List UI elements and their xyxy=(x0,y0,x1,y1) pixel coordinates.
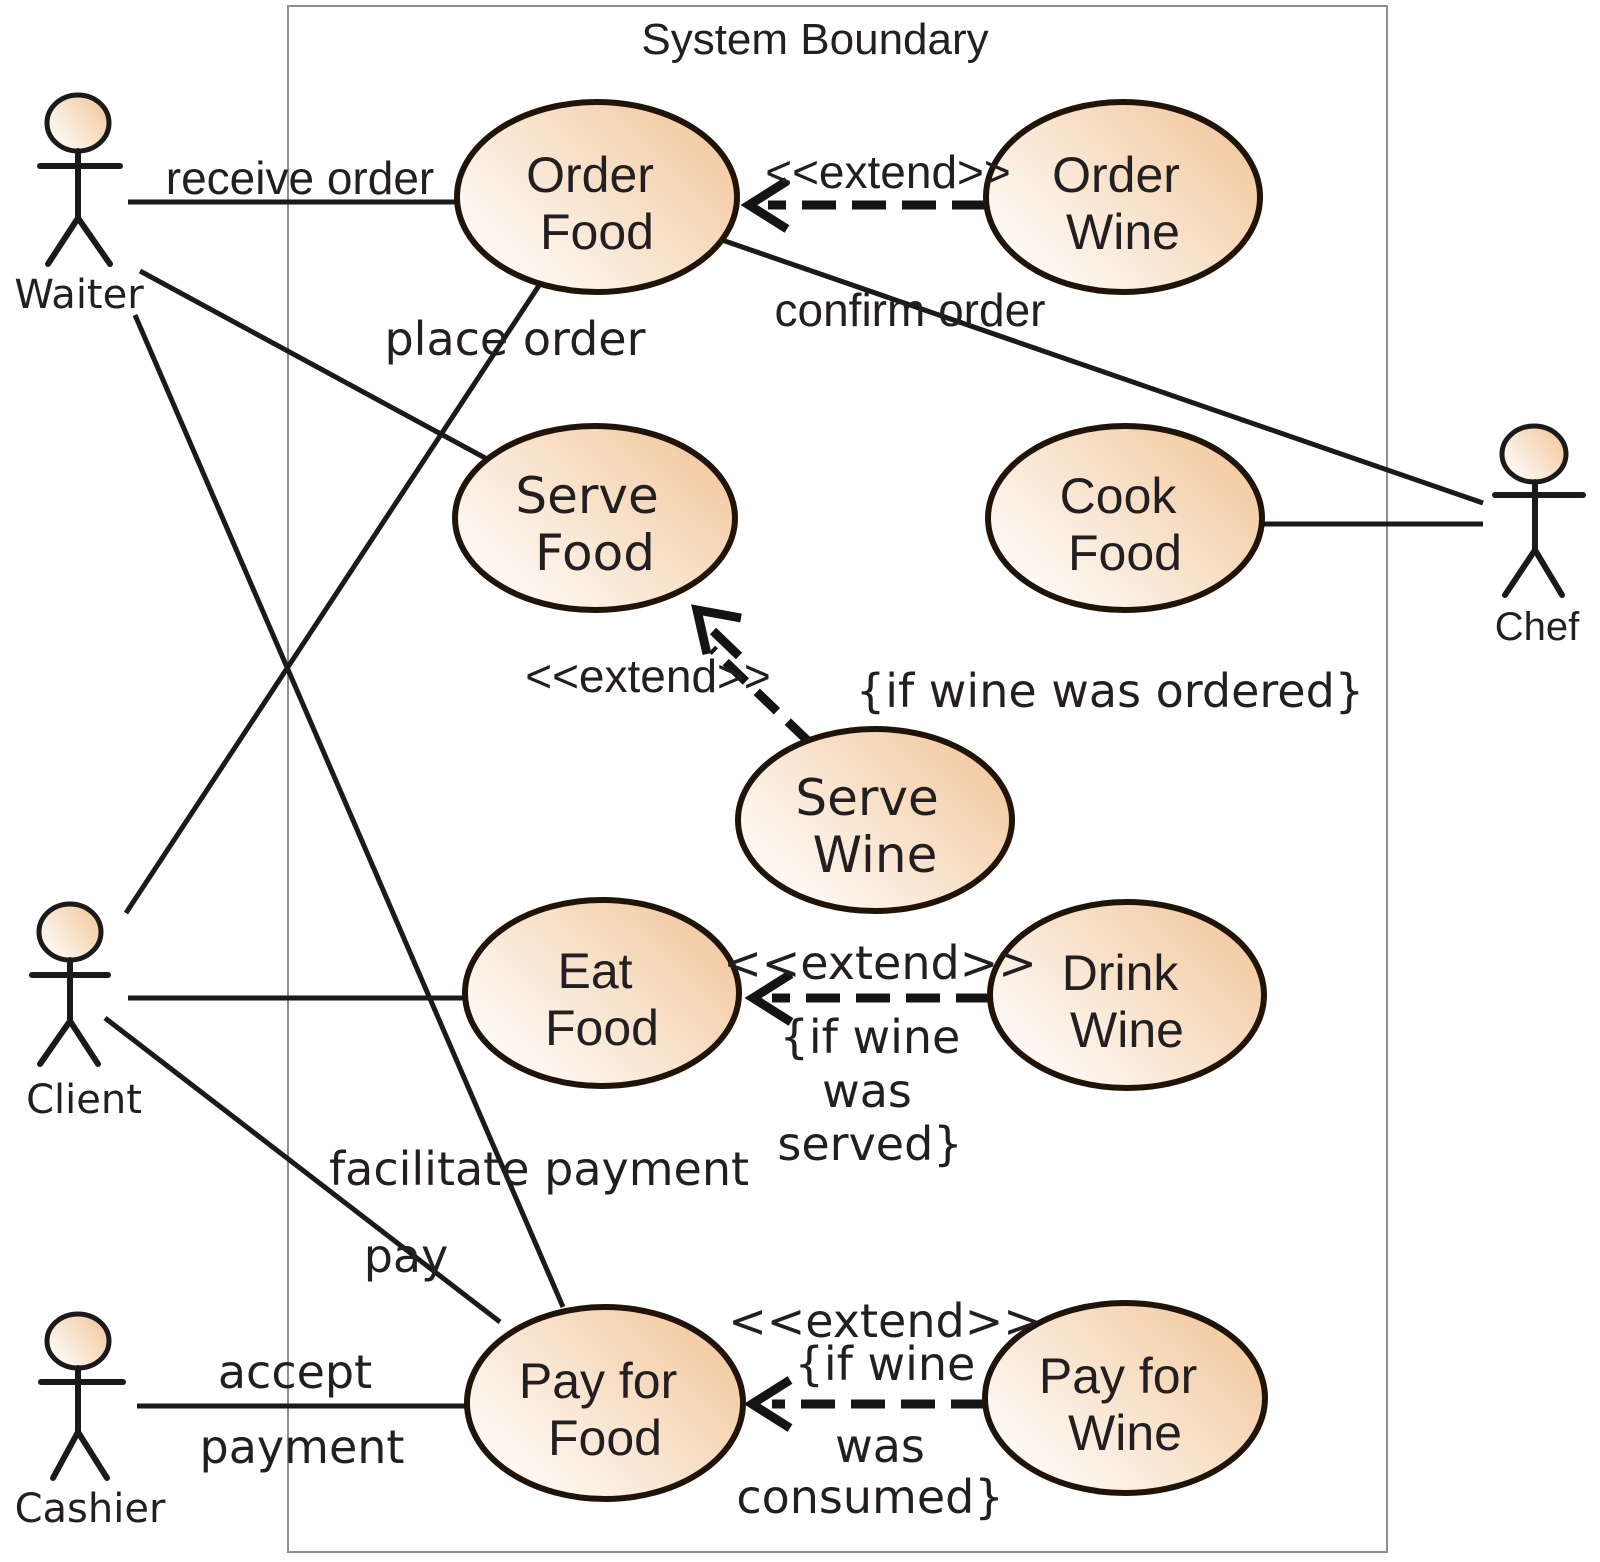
eat-food-label: Eat Food xyxy=(545,943,659,1056)
client-label: Client xyxy=(26,1077,142,1123)
actor-waiter: Waiter xyxy=(14,92,144,318)
receive-order-label: receive order xyxy=(166,152,434,204)
use-cases: Order Food Order Wine Serve Food Cook Fo… xyxy=(452,99,1268,1502)
system-boundary-box xyxy=(287,5,1388,1553)
assoc-client-payforfood xyxy=(103,1016,502,1324)
accept-payment-label-line1: accept xyxy=(218,1345,372,1399)
pay-for-wine-label: Pay for Wine xyxy=(1039,1348,1211,1461)
serve-food-ellipse xyxy=(452,423,738,613)
association-labels: receive order place order confirm order … xyxy=(166,152,1046,1474)
pay-for-food-ellipse xyxy=(464,1304,746,1502)
extend-labels: <<extend>> <<extend>> {if wine was order… xyxy=(525,146,1364,1524)
cashier-label: Cashier xyxy=(15,1486,166,1532)
assoc-orderfood-chef xyxy=(721,237,1484,506)
cashier-legs-icon xyxy=(50,1426,110,1481)
use-case-pay-for-food: Pay for Food xyxy=(464,1304,746,1502)
accept-payment-label-line2: payment xyxy=(200,1420,405,1474)
waiter-label: Waiter xyxy=(14,272,144,318)
pay-for-food-label: Pay for Food xyxy=(519,1353,691,1466)
cashier-head-icon xyxy=(44,1311,112,1371)
use-case-order-food: Order Food xyxy=(454,99,740,295)
assoc-waiter-servefood xyxy=(138,268,489,462)
drink-wine-ellipse xyxy=(987,899,1267,1091)
waiter-head-icon xyxy=(44,92,112,154)
serve-condition-label: {if wine was ordered} xyxy=(856,664,1364,718)
confirm-order-label: confirm order xyxy=(775,284,1046,336)
waiter-legs-icon xyxy=(45,212,113,267)
chef-legs-icon xyxy=(1502,544,1565,598)
extend-servewine-arrowhead-shaft-icon xyxy=(709,627,743,660)
order-food-label: Order Food xyxy=(526,147,668,260)
assoc-waiter-payforfood xyxy=(132,314,566,1308)
extend-drink-label: <<extend>> xyxy=(723,936,1037,990)
actor-chef: Chef xyxy=(1492,423,1586,649)
eat-food-ellipse xyxy=(462,897,742,1089)
order-wine-ellipse xyxy=(983,99,1263,295)
actor-client: Client xyxy=(26,901,142,1123)
drink-condition-line2: was xyxy=(822,1064,912,1118)
place-order-label: place order xyxy=(384,312,645,366)
use-case-serve-food: Serve Food xyxy=(452,423,738,613)
pay-label: pay xyxy=(364,1229,449,1283)
use-case-drink-wine: Drink Wine xyxy=(987,899,1267,1091)
extend-servewine-servefood-line xyxy=(708,645,812,745)
client-legs-icon xyxy=(37,1015,101,1067)
use-case-order-wine: Order Wine xyxy=(983,99,1263,295)
chef-head-icon xyxy=(1499,423,1569,485)
chef-label: Chef xyxy=(1495,605,1580,649)
actor-cashier: Cashier xyxy=(15,1311,166,1532)
extend-orderwine-arrowhead-icon xyxy=(740,177,790,233)
extend-servewine-arrowhead-icon xyxy=(691,604,742,655)
extend-drinkwine-arrowhead-icon xyxy=(744,970,794,1026)
cook-food-label: Cook Food xyxy=(1060,468,1191,581)
serve-food-label: Serve Food xyxy=(515,467,674,582)
serve-wine-ellipse xyxy=(735,726,1015,914)
drink-condition-line1: {if wine xyxy=(780,1010,961,1064)
serve-wine-label: Serve Wine xyxy=(795,769,954,884)
drink-condition-line3: served} xyxy=(777,1117,962,1171)
drink-wine-label: Drink Wine xyxy=(1062,945,1193,1058)
extend-arrows xyxy=(691,177,990,1432)
extend-order-label: <<extend>> xyxy=(765,146,1011,198)
order-wine-label: Order Wine xyxy=(1052,147,1194,260)
pay-for-wine-ellipse xyxy=(982,1300,1268,1496)
use-case-pay-for-wine: Pay for Wine xyxy=(982,1300,1268,1496)
pay-condition-line2: was xyxy=(835,1419,925,1473)
use-case-eat-food: Eat Food xyxy=(462,897,742,1089)
extend-payforwine-arrowhead-icon xyxy=(743,1376,793,1432)
system-boundary-title: System Boundary xyxy=(641,15,988,64)
cook-food-ellipse xyxy=(985,423,1265,613)
client-head-icon xyxy=(36,901,104,963)
use-case-serve-wine: Serve Wine xyxy=(735,726,1015,914)
facilitate-payment-label: facilitate payment xyxy=(329,1142,749,1196)
association-lines xyxy=(103,199,1484,1409)
order-food-ellipse xyxy=(454,99,740,295)
pay-condition-line3: consumed} xyxy=(736,1470,1003,1524)
use-case-cook-food: Cook Food xyxy=(985,423,1265,613)
assoc-client-orderfood xyxy=(123,282,543,915)
extend-serve-label: <<extend>> xyxy=(525,650,771,702)
extend-pay-label: <<extend>> xyxy=(728,1294,1042,1348)
pay-condition-line1: {if wine xyxy=(795,1337,976,1391)
